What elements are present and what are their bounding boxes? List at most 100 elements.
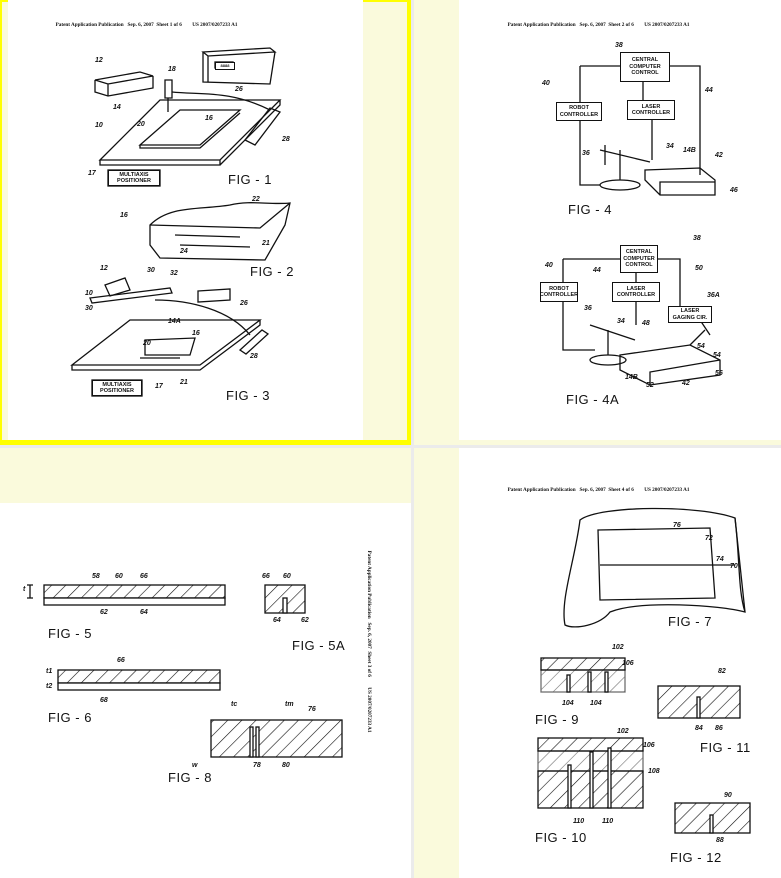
reference-numeral: 10 <box>95 122 103 129</box>
reference-numeral: 80 <box>282 762 290 769</box>
reference-numeral: 30 <box>85 305 93 312</box>
fig-3-positioner-box: MULTIAXIS POSITIONER <box>92 380 142 396</box>
reference-numeral: 36 <box>582 150 590 157</box>
reference-numeral: 62 <box>100 609 108 616</box>
laser-controller-box-4a: LASER CONTROLLER <box>612 282 660 302</box>
reference-numeral: 64 <box>140 609 148 616</box>
laser-gaging-box: LASER GAGING CIR. <box>668 306 712 323</box>
reference-numeral: 14 <box>113 104 121 111</box>
reference-numeral: 12 <box>100 265 108 272</box>
fig-2-label: FIG - 2 <box>250 264 294 279</box>
reference-numeral: 42 <box>715 152 723 159</box>
reference-numeral: 104 <box>562 700 574 707</box>
reference-numeral: 54 <box>697 343 705 350</box>
reference-numeral: w <box>192 762 197 769</box>
reference-numeral: tm <box>285 701 294 708</box>
fig-9-label: FIG - 9 <box>535 712 579 727</box>
reference-numeral: 102 <box>612 644 624 651</box>
fig-4-label: FIG - 4 <box>568 202 612 217</box>
reference-numeral: 44 <box>705 87 713 94</box>
reference-numeral: 28 <box>282 136 290 143</box>
reference-numeral: t1 <box>46 668 52 675</box>
fig-10-label: FIG - 10 <box>535 830 587 845</box>
reference-numeral: 16 <box>120 212 128 219</box>
reference-numeral: 34 <box>666 143 674 150</box>
reference-numeral: 42 <box>682 380 690 387</box>
reference-numeral: 40 <box>545 262 553 269</box>
reference-numeral: t <box>23 586 25 593</box>
reference-numeral: 21 <box>262 240 270 247</box>
reference-numeral: 90 <box>724 792 732 799</box>
page-1-header: Patent Application Publication Sep. 6, 2… <box>53 16 238 28</box>
reference-numeral: 66 <box>140 573 148 580</box>
page-4-header: Patent Application Publication Sep. 6, 2… <box>505 481 690 493</box>
reference-numeral: 52 <box>646 382 654 389</box>
fig-5a-label: FIG - 5A <box>292 638 345 653</box>
reference-numeral: 44 <box>593 267 601 274</box>
publication-date: Sep. 6, 2007 <box>580 487 606 493</box>
publication-number: US 2007/0207233 A1 <box>644 22 689 28</box>
fig-1-positioner-box: MULTIAXIS POSITIONER <box>108 170 160 186</box>
reference-numeral: 60 <box>283 573 291 580</box>
reference-numeral: 106 <box>622 660 634 667</box>
publication-date: Sep. 6, 2007 <box>128 22 154 28</box>
reference-numeral: 26 <box>240 300 248 307</box>
page-3 <box>0 503 411 878</box>
reference-numeral: 34 <box>617 318 625 325</box>
sheet-number: Sheet 2 of 6 <box>608 22 634 28</box>
reference-numeral: 104 <box>590 700 602 707</box>
selection-border <box>0 0 410 443</box>
fig-1-display-readout: 8888 <box>215 62 235 70</box>
reference-numeral: 18 <box>168 66 176 73</box>
reference-numeral: 84 <box>695 725 703 732</box>
reference-numeral: 17 <box>155 383 163 390</box>
publication-label: Patent Application Publication <box>508 22 576 28</box>
reference-numeral: 72 <box>705 535 713 542</box>
reference-numeral: 66 <box>262 573 270 580</box>
reference-numeral: 86 <box>715 725 723 732</box>
reference-numeral: 106 <box>643 742 655 749</box>
reference-numeral: 60 <box>115 573 123 580</box>
reference-numeral: 21 <box>180 379 188 386</box>
reference-numeral: 20 <box>143 340 151 347</box>
reference-numeral: 50 <box>695 265 703 272</box>
reference-numeral: 68 <box>100 697 108 704</box>
reference-numeral: 16 <box>192 330 200 337</box>
publication-date: Sep. 6, 2007 <box>580 22 606 28</box>
reference-numeral: 74 <box>716 556 724 563</box>
page-2-header: Patent Application Publication Sep. 6, 2… <box>505 16 690 28</box>
reference-numeral: 56 <box>715 370 723 377</box>
sheet-number: Sheet 1 of 6 <box>156 22 182 28</box>
reference-numeral: 78 <box>253 762 261 769</box>
robot-controller-box-4a: ROBOT CONTROLLER <box>540 282 578 302</box>
fig-5-label: FIG - 5 <box>48 626 92 641</box>
page-4 <box>459 448 781 878</box>
central-computer-control-box-4a: CENTRAL COMPUTER CONTROL <box>620 245 658 273</box>
reference-numeral: 36 <box>584 305 592 312</box>
reference-numeral: 36A <box>707 292 720 299</box>
reference-numeral: 48 <box>642 320 650 327</box>
reference-numeral: 110 <box>602 818 613 825</box>
publication-label: Patent Application Publication <box>508 487 576 493</box>
reference-numeral: 102 <box>617 728 629 735</box>
publication-date: Sep. 6, 2007 <box>366 623 372 649</box>
reference-numeral: 14A <box>168 318 181 325</box>
fig-7-label: FIG - 7 <box>668 614 712 629</box>
reference-numeral: 54 <box>713 352 721 359</box>
fig-11-label: FIG - 11 <box>700 740 751 755</box>
reference-numeral: 14B <box>625 374 638 381</box>
reference-numeral: t2 <box>46 683 52 690</box>
reference-numeral: 30 <box>147 267 155 274</box>
reference-numeral: 88 <box>716 837 724 844</box>
publication-number: US 2007/0207233 A1 <box>192 22 237 28</box>
reference-numeral: 40 <box>542 80 550 87</box>
reference-numeral: 58 <box>92 573 100 580</box>
publication-number: US 2007/0207233 A1 <box>366 687 372 732</box>
reference-numeral: 16 <box>205 115 213 122</box>
reference-numeral: 28 <box>250 353 258 360</box>
reference-numeral: 108 <box>648 768 660 775</box>
sheet-number: Sheet 4 of 6 <box>608 487 634 493</box>
reference-numeral: 38 <box>615 42 623 49</box>
sheet-number: Sheet 3 of 6 <box>366 651 372 677</box>
central-computer-control-box: CENTRAL COMPUTER CONTROL <box>620 52 670 82</box>
